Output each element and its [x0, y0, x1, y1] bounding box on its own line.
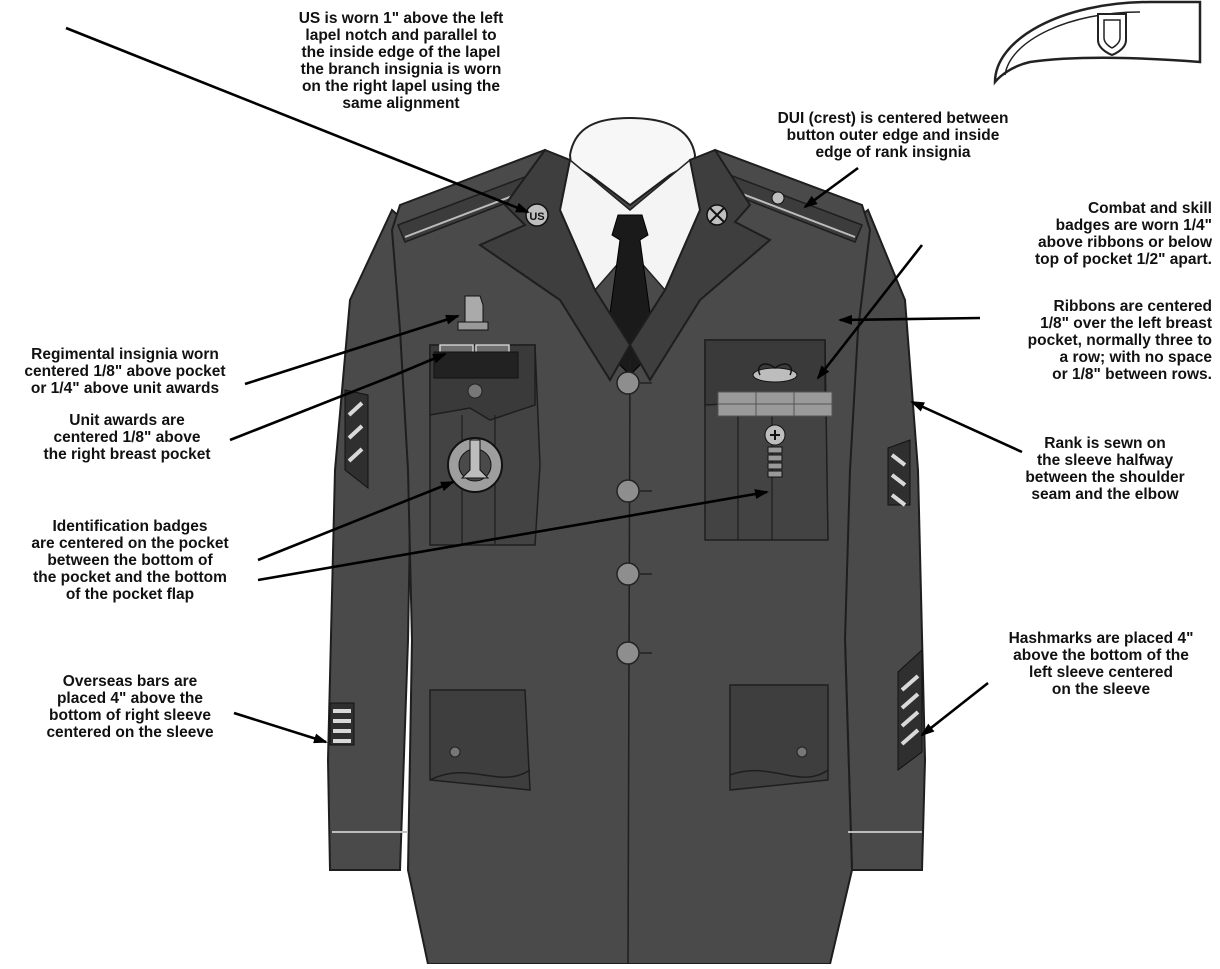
label-hashmarks: Hashmarks are placed 4" above the bottom… — [992, 630, 1210, 698]
label-rank: Rank is sewn on the sleeve halfway betwe… — [1010, 435, 1200, 503]
label-overseas: Overseas bars are placed 4" above the bo… — [22, 673, 238, 741]
branch-insignia-icon — [707, 205, 727, 225]
label-us-lapel: US is worn 1" above the left lapel notch… — [272, 10, 530, 112]
dui-crest-icon — [772, 192, 784, 204]
label-ribbons: Ribbons are centered 1/8" over the left … — [992, 298, 1212, 383]
arrow-overseas — [234, 713, 326, 742]
us-insignia-icon: US — [526, 204, 548, 226]
label-combat-skill: Combat and skill badges are worn 1/4" ab… — [1012, 200, 1212, 268]
ribbon-rack-icon — [718, 392, 832, 416]
arrow-rank — [912, 402, 1022, 452]
beret-icon — [995, 2, 1200, 82]
arrow-hashmarks — [922, 683, 988, 735]
jacket — [328, 150, 925, 964]
label-regimental: Regimental insignia worn centered 1/8" a… — [6, 346, 244, 397]
medal-icon — [765, 425, 785, 477]
identification-badge-icon — [448, 438, 502, 492]
label-unit-awards: Unit awards are centered 1/8" above the … — [22, 412, 232, 463]
us-insignia-text: US — [529, 211, 544, 223]
overseas-bar-icon — [330, 703, 354, 745]
nameplate — [434, 352, 518, 378]
label-identification: Identification badges are centered on th… — [6, 518, 254, 603]
label-dui-crest: DUI (crest) is centered between button o… — [758, 110, 1028, 161]
